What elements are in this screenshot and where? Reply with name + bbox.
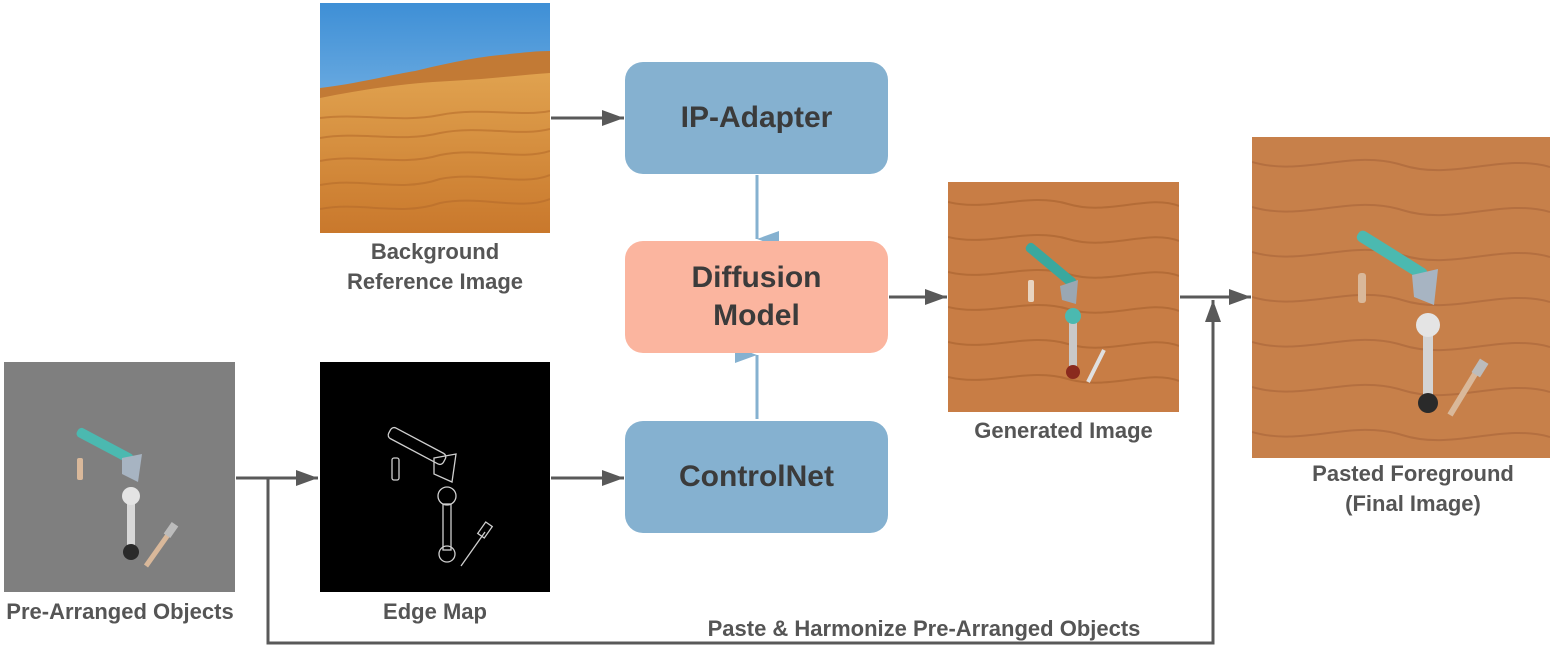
ip-adapter-label: IP-Adapter (680, 101, 833, 134)
controlnet-node: ControlNet (625, 421, 888, 533)
final-image (1252, 137, 1550, 458)
diffusion-model-label: Diffusion Model (691, 261, 822, 332)
background-reference-caption: Background Reference Image (346, 239, 524, 294)
background-reference-image (320, 3, 550, 233)
controlnet-label: ControlNet (679, 460, 834, 493)
diffusion-model-node: Diffusion Model (625, 241, 888, 353)
edge-map-image (320, 362, 550, 592)
final-image-caption: Pasted Foreground (Final Image) (1312, 461, 1514, 516)
ip-adapter-node: IP-Adapter (625, 62, 888, 174)
pre-arranged-objects-caption: Pre-Arranged Objects (6, 599, 234, 624)
edge-map-caption: Edge Map (383, 599, 487, 624)
generated-image (948, 182, 1179, 412)
paste-harmonize-label: Paste & Harmonize Pre-Arranged Objects (707, 616, 1141, 641)
generated-image-caption: Generated Image (974, 418, 1153, 443)
pre-arranged-objects-image (4, 362, 235, 592)
